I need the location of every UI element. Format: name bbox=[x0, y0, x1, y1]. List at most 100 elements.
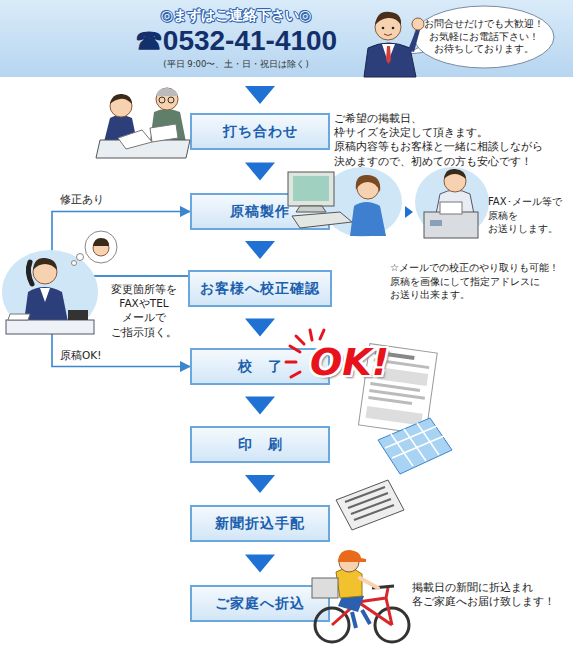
process-label: 打ち合わせ bbox=[223, 123, 298, 141]
office-hours: (平日 9:00〜、土・日・祝日は除く) bbox=[108, 60, 364, 70]
phone-number: ☎0532-41-4100 bbox=[108, 25, 364, 57]
delivery-boy-illustration-part bbox=[312, 578, 338, 598]
process-box: 打ち合わせ bbox=[190, 113, 330, 150]
process-label: ご家庭へ折込 bbox=[215, 595, 305, 613]
meeting-illustration-part bbox=[156, 88, 178, 110]
phone-person-illustration-part bbox=[8, 314, 30, 320]
proof-sheet-illustration-part-part bbox=[368, 396, 412, 405]
phone-person-illustration-part bbox=[6, 320, 94, 334]
flow-arrow bbox=[245, 163, 275, 181]
flow-arrow bbox=[245, 475, 275, 493]
computer-illustration-part bbox=[292, 212, 352, 228]
meeting-illustration bbox=[96, 88, 190, 158]
phone-person-illustration-part bbox=[28, 262, 32, 284]
speech-bubble: お問合せだけでも大歓迎！ お気軽にお電話下さい！ お待ちしております。 bbox=[414, 6, 554, 68]
contact-person-part bbox=[375, 12, 401, 25]
edge-label: 修正あり bbox=[58, 193, 106, 207]
computer-illustration bbox=[288, 167, 413, 237]
edge-label: 原稿OK! bbox=[58, 349, 103, 363]
contact-person-part bbox=[386, 46, 391, 64]
fax-illustration-part bbox=[436, 190, 474, 214]
delivery-boy-illustration-part bbox=[338, 550, 366, 562]
newspaper-illustration-part bbox=[336, 480, 404, 530]
computer-illustration-part bbox=[356, 175, 381, 192]
computer-illustration-part bbox=[350, 202, 386, 236]
step-note: FAX･メール等で 原稿を お送りします。 bbox=[488, 195, 570, 236]
delivery-boy-illustration-part bbox=[360, 578, 378, 588]
phone-person-illustration-part bbox=[85, 231, 117, 263]
meeting-illustration-part bbox=[150, 124, 178, 142]
computer-illustration-part bbox=[296, 206, 326, 212]
process-label: 新聞折込手配 bbox=[215, 515, 305, 533]
contact-person-part bbox=[408, 30, 420, 52]
proof-sheet-illustration-part-part bbox=[373, 358, 429, 369]
fax-illustration-part bbox=[440, 202, 462, 214]
contact-person-part bbox=[384, 34, 392, 36]
process-box: 新聞折込手配 bbox=[190, 505, 330, 542]
flow-arrow bbox=[245, 241, 275, 259]
instruction-note: 変更箇所等を FAXやTEL メールで ご指示頂く。 bbox=[100, 282, 188, 339]
phone-person-illustration-part bbox=[33, 258, 57, 270]
meeting-illustration-part bbox=[150, 109, 186, 142]
meeting-illustration-part bbox=[156, 88, 178, 96]
printed-sheet-illustration bbox=[378, 418, 452, 474]
step-note: ご希望の掲載日、枠サイズを決定して頂きます。 原稿内容等もお客様と一緒に相談しな… bbox=[334, 111, 570, 168]
phone-person-illustration-part bbox=[72, 261, 77, 266]
delivery-boy-illustration-part bbox=[336, 568, 362, 598]
flow-arrow bbox=[245, 86, 275, 104]
process-label: 校 了 bbox=[238, 358, 283, 376]
process-box: ご家庭へ折込 bbox=[190, 585, 330, 622]
fax-illustration-part bbox=[415, 167, 489, 237]
phone-person-illustration-part bbox=[77, 254, 84, 261]
meeting-illustration-part bbox=[159, 97, 165, 103]
contact-banner: お問合せだけでも大歓迎！ お気軽にお電話下さい！ お待ちしております。 ◎まずはご… bbox=[0, 0, 573, 77]
contact-person-part bbox=[382, 27, 385, 30]
process-label: お客様へ校正確認 bbox=[200, 280, 320, 298]
process-label: 印 刷 bbox=[238, 436, 283, 454]
proof-sheet-illustration-part-part bbox=[374, 350, 414, 360]
fax-illustration-part bbox=[424, 212, 478, 238]
flow-arrow bbox=[245, 397, 275, 415]
phone-person-illustration-part bbox=[40, 288, 50, 302]
contact-person-part bbox=[392, 27, 395, 30]
speech-bubble-ellipse bbox=[414, 6, 554, 68]
fax-illustration-part bbox=[444, 169, 466, 179]
flow-arrow bbox=[245, 319, 275, 337]
phone-person-illustration-part bbox=[24, 287, 68, 322]
delivery-boy-illustration bbox=[312, 550, 409, 642]
delivery-boy-illustration-part bbox=[352, 610, 370, 628]
process-box: 印 刷 bbox=[190, 426, 330, 463]
meeting-illustration-part bbox=[110, 94, 132, 104]
flow-arrow bbox=[245, 555, 275, 573]
fax-illustration-part bbox=[430, 220, 442, 226]
proof-sheet-illustration-part-part bbox=[371, 366, 428, 386]
computer-illustration-part bbox=[405, 206, 413, 218]
contact-heading: ◎まずはご連絡下さい◎ bbox=[108, 7, 364, 23]
newspaper-illustration-part bbox=[345, 487, 394, 520]
computer-illustration-part bbox=[288, 172, 334, 206]
printed-sheet-illustration-part bbox=[385, 423, 444, 466]
proof-sheet-illustration bbox=[286, 330, 437, 434]
bubble-text: お問合せだけでも大歓迎！ お気軽にお電話下さい！ お待ちしております。 bbox=[422, 18, 546, 55]
phone-person-illustration-part bbox=[2, 250, 98, 334]
process-box: 校 了 bbox=[190, 348, 330, 385]
computer-illustration-part bbox=[293, 176, 329, 201]
meeting-illustration-part bbox=[168, 97, 174, 103]
contact-person bbox=[364, 12, 424, 77]
contact-person-part bbox=[412, 18, 424, 30]
proof-sheet-illustration-part-part bbox=[366, 406, 423, 426]
phone-person-illustration-part bbox=[93, 238, 109, 246]
fax-illustration bbox=[415, 167, 489, 238]
meeting-illustration-part bbox=[118, 130, 152, 149]
step-note: ☆メールでの校正のやり取りも可能！ 原稿を画像にして指定アドレスに お送り出来ま… bbox=[390, 261, 568, 302]
phone-person-illustration bbox=[2, 231, 117, 334]
ok-stamp: OK! bbox=[310, 342, 420, 384]
step-note: 掲載日の新聞に折込まれ 各ご家庭へお届け致します！ bbox=[412, 580, 566, 608]
process-label: 原稿製作 bbox=[230, 203, 290, 221]
printed-sheet-illustration-part bbox=[378, 418, 452, 474]
newspaper-illustration bbox=[336, 480, 404, 530]
proof-sheet-illustration-part bbox=[286, 330, 324, 377]
process-box: お客様へ校正確認 bbox=[188, 270, 332, 307]
